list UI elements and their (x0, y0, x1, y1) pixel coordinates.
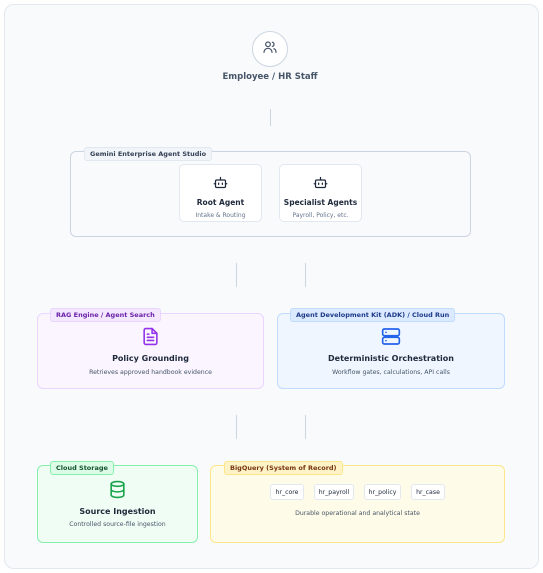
source-ingestion-subtitle: Controlled source-file ingestion (69, 521, 166, 528)
agent-studio-group (70, 151, 471, 237)
users-icon (262, 39, 278, 59)
table-chip-hr-payroll: hr_payroll (314, 484, 354, 500)
orchestration-title: Deterministic Orchestration (328, 354, 454, 363)
connector-studio-adk (305, 263, 306, 287)
specialist-agents-subtitle: Payroll, Policy, etc. (292, 212, 349, 219)
user-node (252, 31, 288, 67)
root-agent-card: Root Agent Intake & Routing (179, 164, 262, 222)
robot-icon (313, 175, 328, 194)
policy-grounding-subtitle: Retrieves approved handbook evidence (89, 369, 212, 376)
adk-label: Agent Development Kit (ADK) / Cloud Run (290, 308, 456, 322)
bigquery-label: BigQuery (System of Record) (224, 461, 343, 475)
rag-engine-label: RAG Engine / Agent Search (50, 308, 161, 322)
server-icon (381, 326, 401, 351)
connector-adk-bigquery (305, 415, 306, 439)
robot-icon (213, 175, 228, 194)
orchestration-subtitle: Workflow gates, calculations, API calls (332, 369, 450, 376)
connector-studio-rag (236, 263, 237, 287)
rag-engine-group (37, 313, 264, 389)
root-agent-title: Root Agent (196, 198, 245, 207)
table-chip-hr-core: hr_core (270, 484, 304, 500)
user-label: Employee / HR Staff (222, 72, 318, 82)
source-ingestion-title: Source Ingestion (79, 507, 156, 516)
agent-studio-label: Gemini Enterprise Agent Studio (84, 147, 213, 161)
root-agent-subtitle: Intake & Routing (195, 212, 246, 219)
document-icon (141, 326, 160, 351)
table-chip-hr-case: hr_case (411, 484, 445, 500)
specialist-agents-card: Specialist Agents Payroll, Policy, etc. (279, 164, 362, 222)
connector-rag-storage (236, 415, 237, 439)
bigquery-subtitle: Durable operational and analytical state (295, 510, 420, 517)
table-chip-hr-policy: hr_policy (364, 484, 401, 500)
policy-grounding-title: Policy Grounding (112, 354, 189, 363)
cloud-storage-label: Cloud Storage (50, 461, 114, 475)
specialist-agents-title: Specialist Agents (283, 198, 358, 207)
bigquery-group (210, 465, 505, 543)
adk-group (277, 313, 505, 389)
connector-user-studio (270, 109, 271, 126)
cloud-storage-group (37, 465, 198, 543)
database-icon (108, 479, 127, 504)
